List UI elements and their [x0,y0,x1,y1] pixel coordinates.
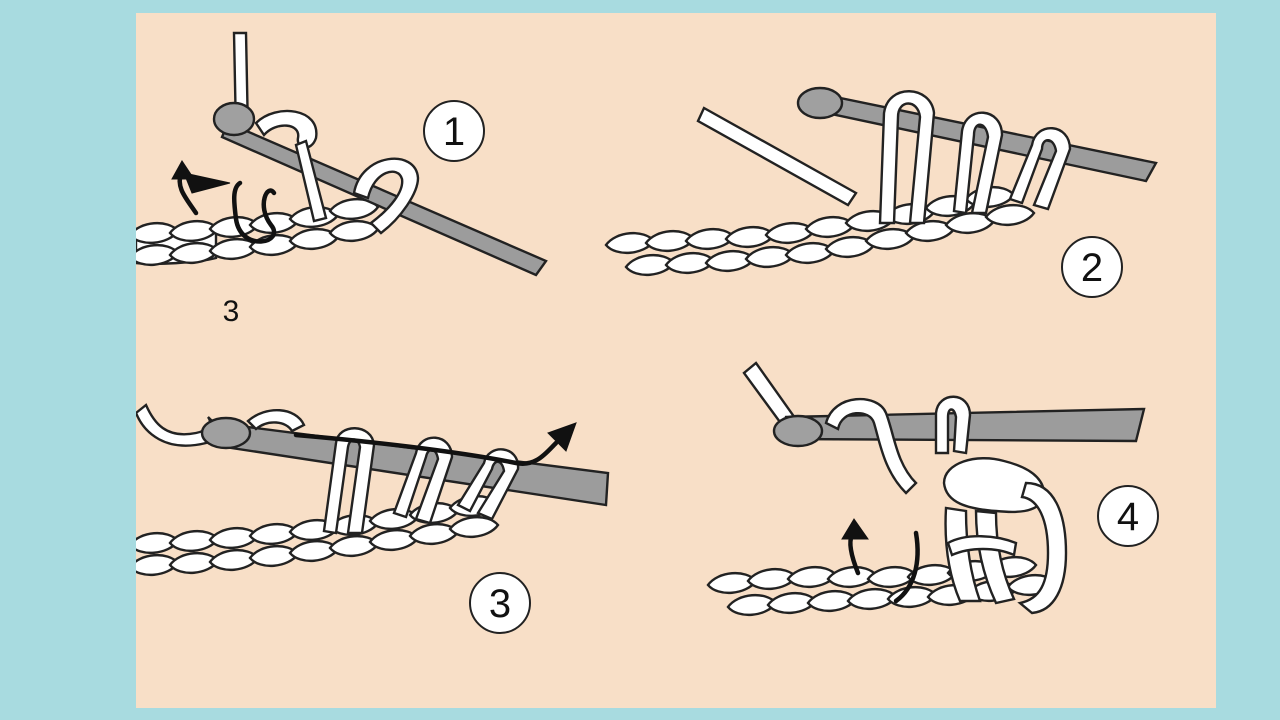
crochet-steps-diagram: 1 3 [136,31,1159,634]
chain-count-label: 3 [223,295,240,328]
step-1-yarn-strand [294,139,328,223]
step-4-stitch-post-left [944,506,982,603]
step-2-badge: 2 [1061,236,1123,298]
step-1-direction-arrow [232,180,277,244]
step-3-loop-3 [456,448,520,521]
step-4-top-loop [824,398,918,495]
step-2-working-yarn [696,106,858,207]
svg-text:2: 2 [1081,246,1103,290]
step-3-pull-through-arrow [293,432,559,466]
diagram-panel: 1 3 [136,13,1216,708]
step-2-loop-1 [878,90,936,225]
step-2-hook-head [796,86,844,120]
step-4-stitch-wrap [946,535,1018,557]
step-3-loop-1 [322,427,376,535]
step-1-arrow-head [171,160,195,180]
step-4-badge: 4 [1097,485,1159,547]
step-2-illustration: 2 [604,86,1158,298]
step-1-badge: 1 [423,100,485,162]
step-3-hook-head [200,416,252,450]
step-2-loop-2 [952,111,1004,215]
step-1-hook-through-loop [352,157,420,235]
svg-text:1: 1 [443,110,465,154]
step-3-badge: 3 [469,572,531,634]
step-1-illustration: 1 3 [136,31,548,328]
step-1-hook-head [212,101,256,137]
step-3-arrow-head [547,422,577,452]
step-4-direction-arrow [893,530,920,604]
step-4-illustration: 4 [706,361,1159,617]
step-2-chain [604,185,1036,277]
step-3-top-loop [246,408,306,433]
step-4-arrow-head [841,518,869,540]
step-3-illustration: 3 [136,403,610,634]
step-4-stitch-post-right [1017,481,1068,615]
step-4-upper-stitch-loop [934,395,972,455]
svg-text:4: 4 [1117,495,1139,539]
svg-text:3: 3 [489,582,511,626]
step-3-chain [136,494,500,577]
step-1-chain [136,197,380,267]
step-3-loop-2 [392,436,454,525]
step-4-hook-head [772,414,824,448]
step-2-loop-3 [1008,127,1072,211]
